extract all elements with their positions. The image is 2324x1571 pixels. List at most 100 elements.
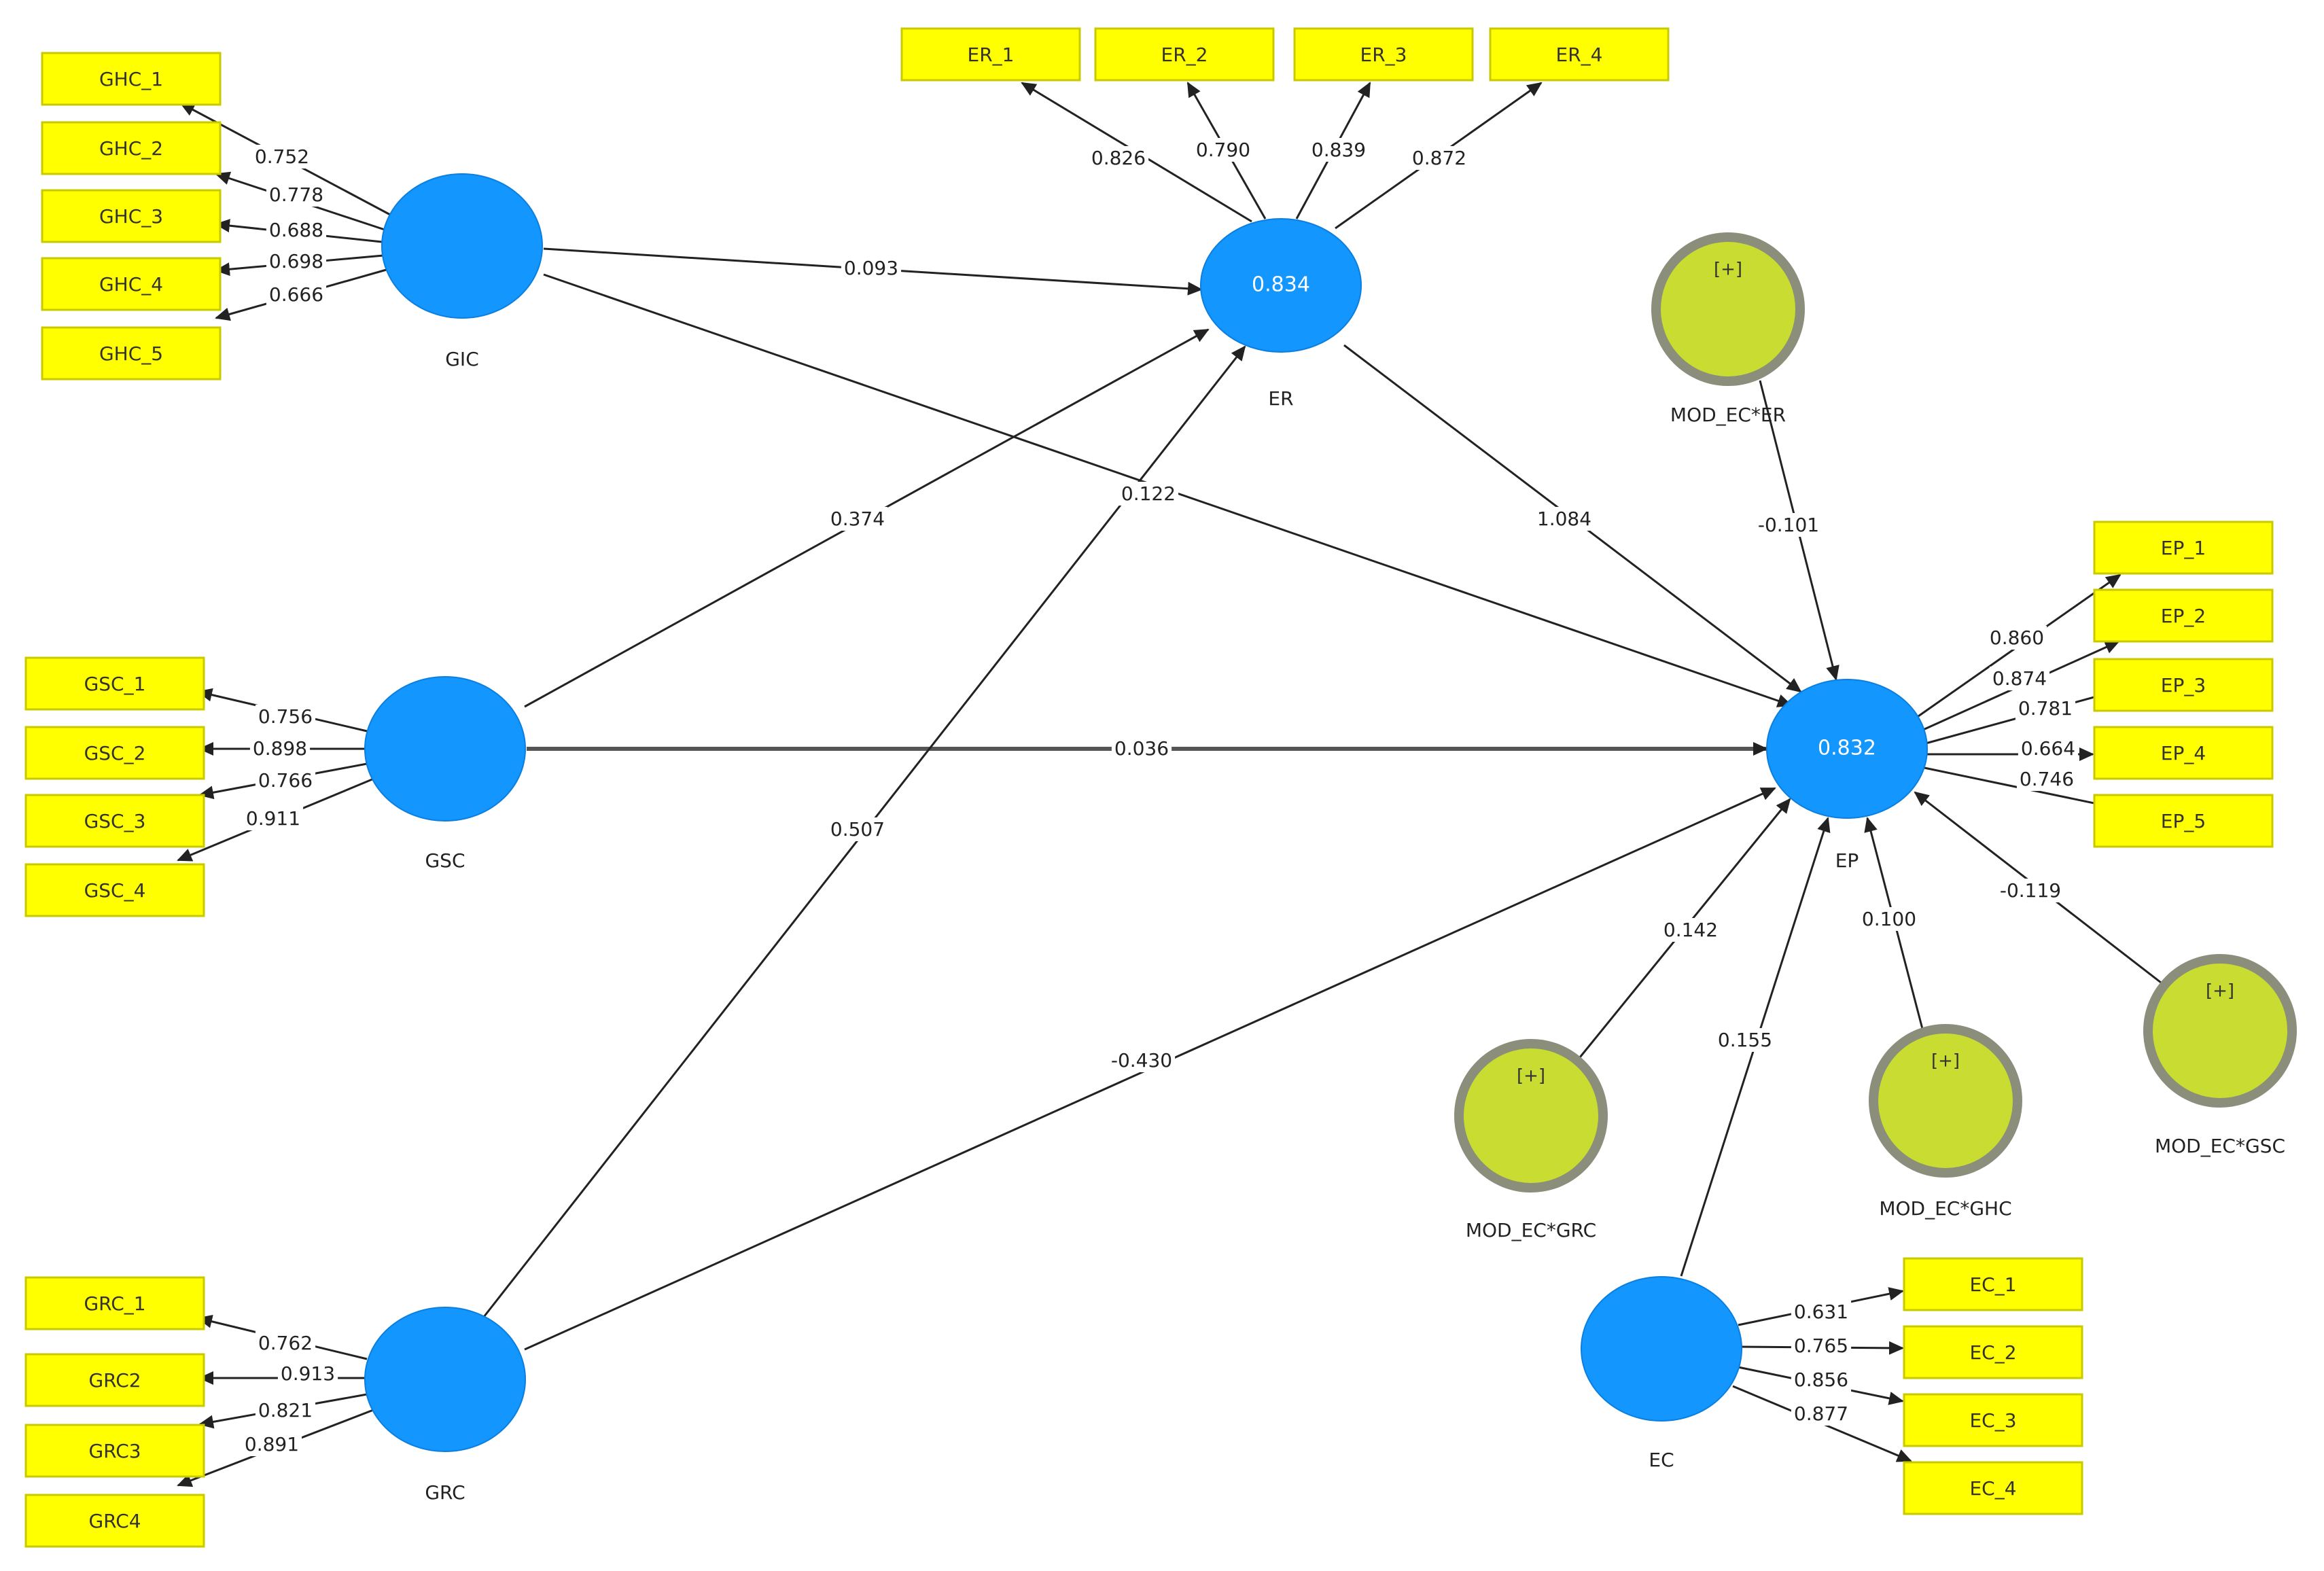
indicator-box xyxy=(2093,794,2274,848)
svg-text:0.821: 0.821 xyxy=(258,1399,313,1422)
indicator-label: GHC_3 xyxy=(99,205,163,228)
indicator-box xyxy=(1903,1325,2083,1379)
indicator-er-4[interactable]: ER_4 xyxy=(1489,27,1670,82)
loading-label-ec-1: 0.631 xyxy=(1791,1300,1852,1324)
indicator-grc-1[interactable]: GRC_1 xyxy=(24,1276,205,1330)
expand-icon[interactable]: [+] xyxy=(1517,1066,1545,1087)
loading-label-ec-3: 0.856 xyxy=(1791,1368,1852,1392)
loading-label-grc4: 0.891 xyxy=(241,1432,302,1456)
path-coefficient-mod-ec-gsc-ep: -0.119 xyxy=(1996,879,2064,902)
construct-gsc[interactable]: GSC xyxy=(364,676,526,872)
indicator-er-3[interactable]: ER_3 xyxy=(1293,27,1474,82)
moderator-label: MOD_EC*ER xyxy=(1670,404,1786,426)
indicator-ep-2[interactable]: EP_2 xyxy=(2093,588,2274,643)
expand-icon[interactable]: [+] xyxy=(1714,260,1742,280)
path-coefficient-grc-ep: -0.430 xyxy=(1108,1048,1176,1072)
indicator-gsc-1[interactable]: GSC_1 xyxy=(24,656,205,711)
indicator-box xyxy=(2093,658,2274,712)
loading-label-ghc-5: 0.666 xyxy=(266,283,327,306)
indicator-box xyxy=(1293,27,1474,82)
indicator-er-1[interactable]: ER_1 xyxy=(900,27,1081,82)
indicator-ec-4[interactable]: EC_4 xyxy=(1903,1461,2083,1515)
indicator-grc2[interactable]: GRC2 xyxy=(24,1353,205,1407)
indicator-ep-3[interactable]: EP_3 xyxy=(2093,658,2274,712)
construct-circle xyxy=(364,676,526,822)
expand-icon[interactable]: [+] xyxy=(2206,981,2234,1002)
svg-text:0.856: 0.856 xyxy=(1794,1369,1848,1391)
path-coefficient-grc-er: 0.507 xyxy=(827,817,888,841)
indicator-ec-2[interactable]: EC_2 xyxy=(1903,1325,2083,1379)
moderator-label: MOD_EC*GRC xyxy=(1466,1219,1596,1241)
construct-grc[interactable]: GRC xyxy=(364,1307,526,1504)
indicator-ghc-3[interactable]: GHC_3 xyxy=(41,189,222,243)
indicator-label: EC_1 xyxy=(1969,1273,2016,1296)
indicator-ep-5[interactable]: EP_5 xyxy=(2093,794,2274,848)
svg-text:0.142: 0.142 xyxy=(1663,919,1718,941)
svg-text:0.122: 0.122 xyxy=(1121,482,1176,505)
indicator-box xyxy=(1903,1257,2083,1311)
construct-label: EC xyxy=(1649,1449,1674,1471)
construct-circle xyxy=(1200,218,1362,353)
indicator-ghc-4[interactable]: GHC_4 xyxy=(41,257,222,311)
path-coefficient-gic-er: 0.093 xyxy=(841,256,902,280)
indicator-label: GHC_4 xyxy=(99,273,163,296)
indicator-grc4[interactable]: GRC4 xyxy=(24,1494,205,1548)
loading-label-grc-1: 0.762 xyxy=(255,1331,316,1355)
indicator-box xyxy=(24,1276,205,1330)
construct-circle xyxy=(381,173,543,319)
moderator-mod-ec-grc[interactable]: [+] MOD_EC*GRC xyxy=(1454,1039,1608,1241)
indicator-ghc-1[interactable]: GHC_1 xyxy=(41,52,222,106)
construct-ec[interactable]: EC xyxy=(1581,1276,1742,1471)
indicator-ep-4[interactable]: EP_4 xyxy=(2093,726,2274,780)
moderator-circle xyxy=(1454,1039,1608,1193)
loading-label-ghc-4: 0.698 xyxy=(266,249,327,273)
moderator-mod-ec-gsc[interactable]: [+] MOD_EC*GSC xyxy=(2143,954,2297,1157)
nodes-layer: GHC_1GHC_2GHC_3GHC_4GHC_5GSC_1GSC_2GSC_3… xyxy=(24,27,2297,1548)
indicator-gsc-3[interactable]: GSC_3 xyxy=(24,794,205,848)
indicator-box xyxy=(41,121,222,175)
moderator-mod-ec-er[interactable]: [+] MOD_EC*ER xyxy=(1651,232,1805,426)
svg-text:0.100: 0.100 xyxy=(1862,908,1916,930)
indicator-gsc-4[interactable]: GSC_4 xyxy=(24,863,205,917)
indicator-ghc-2[interactable]: GHC_2 xyxy=(41,121,222,175)
svg-text:0.155: 0.155 xyxy=(1718,1029,1772,1051)
expand-icon[interactable]: [+] xyxy=(1931,1051,1960,1072)
indicator-label: EP_2 xyxy=(2161,605,2206,627)
svg-text:0.752: 0.752 xyxy=(255,145,309,168)
svg-text:0.698: 0.698 xyxy=(269,250,323,272)
moderator-label: MOD_EC*GSC xyxy=(2155,1135,2285,1157)
indicator-gsc-2[interactable]: GSC_2 xyxy=(24,726,205,780)
indicator-ep-1[interactable]: EP_1 xyxy=(2093,520,2274,575)
indicator-box xyxy=(2093,588,2274,643)
indicator-grc3[interactable]: GRC3 xyxy=(24,1424,205,1478)
indicator-box xyxy=(1903,1461,2083,1515)
svg-text:0.374: 0.374 xyxy=(830,508,885,530)
svg-text:0.631: 0.631 xyxy=(1794,1301,1848,1323)
loading-label-ep-3: 0.781 xyxy=(2015,696,2076,720)
indicator-box xyxy=(24,794,205,848)
loading-label-ghc-3: 0.688 xyxy=(266,218,327,242)
indicator-ec-3[interactable]: EC_3 xyxy=(1903,1393,2083,1447)
r-squared-value: 0.832 xyxy=(1818,737,1876,760)
indicator-ghc-5[interactable]: GHC_5 xyxy=(41,326,222,381)
loading-label-ep-1: 0.860 xyxy=(1986,626,2047,650)
svg-text:0.093: 0.093 xyxy=(844,257,898,279)
svg-text:0.688: 0.688 xyxy=(269,219,323,241)
indicator-ec-1[interactable]: EC_1 xyxy=(1903,1257,2083,1311)
indicator-box xyxy=(24,1494,205,1548)
moderator-label: MOD_EC*GHC xyxy=(1879,1197,2011,1220)
loading-label-grc3: 0.821 xyxy=(255,1398,316,1422)
indicator-label: GSC_4 xyxy=(84,879,146,902)
construct-gic[interactable]: GIC xyxy=(381,173,543,370)
loading-label-er-3: 0.839 xyxy=(1308,138,1369,162)
construct-circle xyxy=(1766,679,1928,819)
moderator-mod-ec-ghc[interactable]: [+] MOD_EC*GHC xyxy=(1869,1024,2022,1220)
loading-label-ec-4: 0.877 xyxy=(1791,1402,1852,1426)
indicator-label: EP_4 xyxy=(2161,742,2206,764)
indicator-er-2[interactable]: ER_2 xyxy=(1094,27,1275,82)
loading-label-grc2: 0.913 xyxy=(277,1362,338,1385)
svg-text:0.781: 0.781 xyxy=(2018,697,2073,720)
construct-label: EP xyxy=(1835,849,1859,872)
